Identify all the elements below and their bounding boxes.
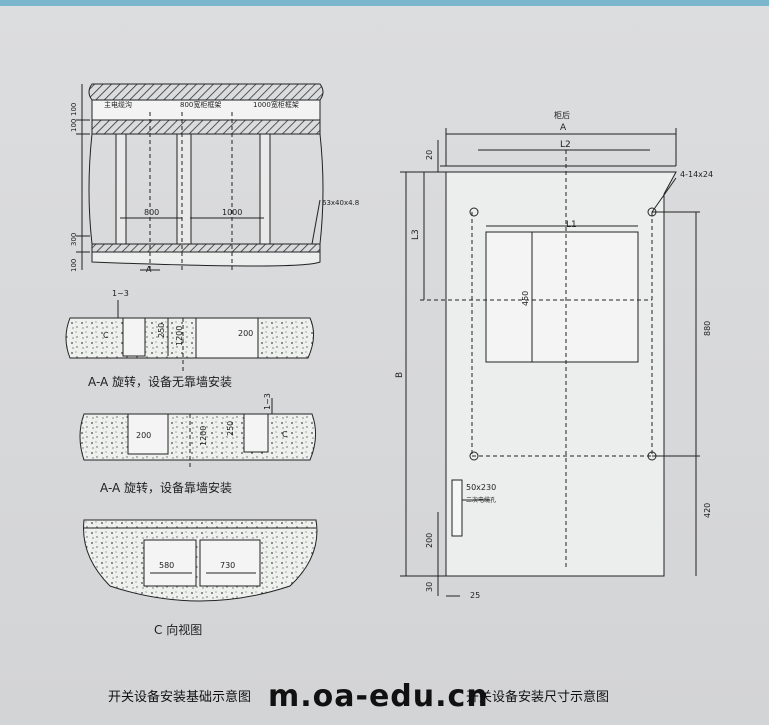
- dim-450: 450: [521, 291, 530, 306]
- holes-label: 4-14x24: [680, 170, 713, 179]
- section-no-wall-caption: A-A 旋转，设备无靠墙安装: [88, 374, 232, 389]
- dim-880: 880: [703, 321, 712, 336]
- caption-dimensions: 开关设备安装尺寸示意图: [466, 690, 610, 705]
- frame-800-label: 800宽柜框架: [180, 100, 221, 109]
- dim-1000: 1000: [222, 208, 242, 217]
- site-watermark: m.oa-edu.cn: [268, 679, 489, 714]
- dim-100-c: 100: [70, 259, 78, 272]
- sec2-250: 250: [226, 421, 235, 436]
- dim-100-top: 100: [70, 103, 78, 116]
- c-view-labels: 580 730: [159, 561, 235, 570]
- dim-b: B: [395, 372, 405, 378]
- plan-labels: 主电缆沟 800宽柜框架 1000宽柜框架 800 1000 63x40x4.8…: [70, 100, 359, 274]
- section-no-wall-labels: 1~3 C 250 1200 200: [103, 289, 253, 346]
- dim-100-b: 100: [70, 119, 78, 132]
- foundation-plan: [76, 83, 324, 271]
- sec2-200: 200: [136, 431, 151, 440]
- cabinet-labels: 柜后 A L2 L1 4-14x24 20 L3 B 450 880 420 5…: [395, 110, 713, 600]
- steel-section-label: 63x40x4.8: [322, 199, 359, 207]
- sec1-c: C: [103, 331, 109, 340]
- section-against-wall-labels: 1~3 200 1200 250 C: [136, 393, 288, 446]
- dim-800: 800: [144, 208, 159, 217]
- sec1-1200: 1200: [175, 326, 184, 346]
- dim-l3: L3: [411, 229, 421, 240]
- sec1-gap: 1~3: [112, 289, 129, 298]
- dim-30: 30: [425, 582, 434, 592]
- dim-a: A: [560, 123, 567, 133]
- sec2-1200: 1200: [199, 426, 208, 446]
- dim-l2: L2: [560, 140, 571, 150]
- section-against-wall: [79, 398, 316, 470]
- cable-hole-size: 50x230: [466, 483, 496, 492]
- cabinet-rear-label: 柜后: [554, 110, 570, 120]
- cabinet-outline: [400, 128, 700, 597]
- section-marker-a: A: [146, 265, 152, 274]
- c-730: 730: [220, 561, 235, 570]
- dim-420: 420: [703, 503, 712, 518]
- top-accent-line: [0, 0, 769, 6]
- c-view-caption: C 向视图: [154, 622, 202, 637]
- c-view: [83, 519, 318, 602]
- dim-300: 300: [70, 233, 78, 246]
- frame-1000-label: 1000宽柜框架: [253, 100, 299, 109]
- sec2-c: C: [282, 430, 288, 439]
- sec2-gap: 1~3: [263, 393, 272, 410]
- section-no-wall: [65, 300, 314, 372]
- section-against-wall-caption: A-A 旋转，设备靠墙安装: [100, 480, 232, 495]
- dim-20: 20: [425, 150, 434, 160]
- dim-l1: L1: [566, 220, 577, 230]
- caption-foundation: 开关设备安装基础示意图: [108, 690, 252, 705]
- cable-hole-label: 二次电缆孔: [466, 496, 496, 504]
- sec1-200: 200: [238, 329, 253, 338]
- dim-25: 25: [470, 591, 480, 600]
- c-580: 580: [159, 561, 174, 570]
- cable-trench-label: 主电缆沟: [104, 100, 132, 109]
- sec1-250: 250: [157, 323, 166, 338]
- dim-200: 200: [425, 533, 434, 548]
